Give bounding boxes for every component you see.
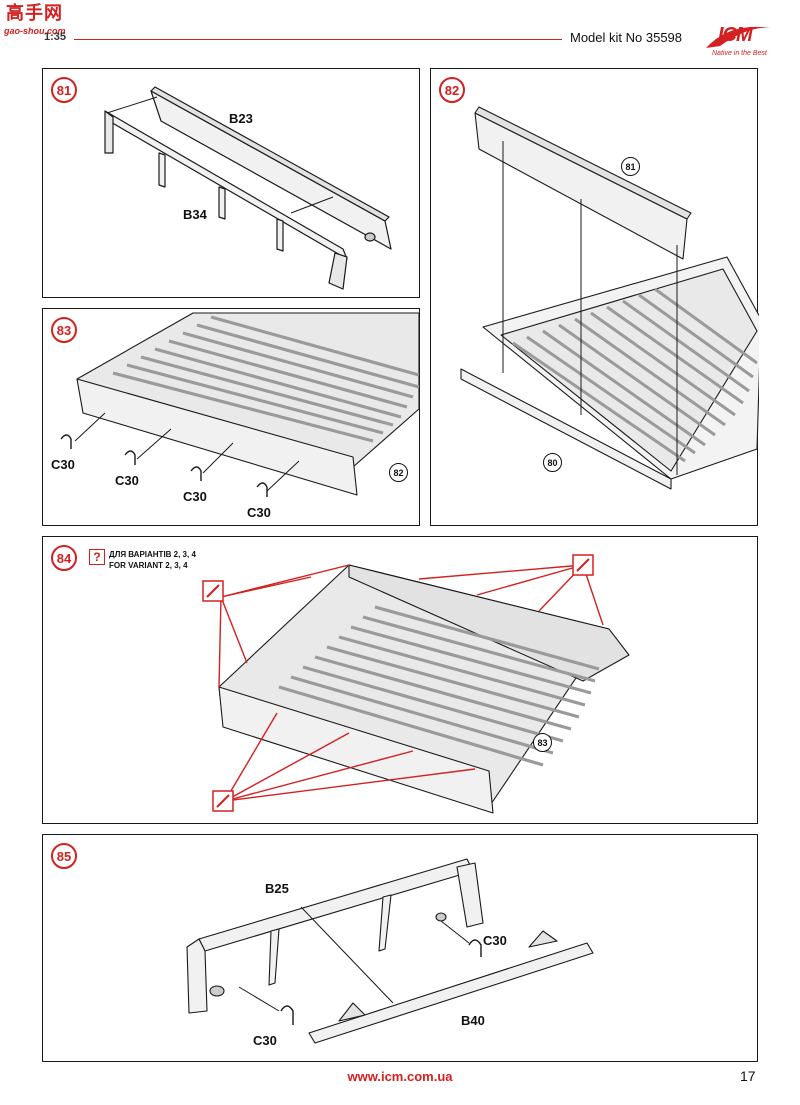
step-81-drawing bbox=[104, 86, 392, 290]
model-kit-label: Model kit No 35598 bbox=[570, 30, 683, 45]
step-83-drawing bbox=[60, 312, 420, 497]
scale-label: 1:35 bbox=[44, 31, 67, 43]
part-label-c30-1: C30 bbox=[51, 457, 75, 472]
ref-81: 81 bbox=[621, 157, 640, 176]
part-label-b40: B40 bbox=[461, 1013, 485, 1028]
step-85-badge: 85 bbox=[51, 843, 77, 869]
part-label-c30-top: C30 bbox=[483, 933, 507, 948]
step-83-panel: 83 C30 C30 C30 C30 82 bbox=[42, 308, 420, 526]
variant-question-mark: ? bbox=[89, 549, 105, 565]
part-label-b25: B25 bbox=[265, 881, 289, 896]
variant-note-ua: ДЛЯ ВАРІАНТІВ 2, 3, 4 bbox=[109, 550, 196, 559]
part-label-c30-2: C30 bbox=[115, 473, 139, 488]
part-label-b34: B34 bbox=[183, 207, 207, 222]
step-84-drawing bbox=[202, 554, 630, 814]
icm-logo bbox=[706, 26, 770, 48]
step-85-drawing bbox=[186, 858, 594, 1044]
ref-80: 80 bbox=[543, 453, 562, 472]
footer-url: www.icm.com.ua bbox=[347, 1069, 453, 1084]
page-number: 17 bbox=[740, 1068, 756, 1084]
step-82-drawing bbox=[460, 106, 759, 490]
watermark-logo: 高手网 bbox=[6, 3, 63, 23]
part-label-c30-bottom: C30 bbox=[253, 1033, 277, 1048]
part-label-c30-3: C30 bbox=[183, 489, 207, 504]
icm-logo-tagline: Native in the Best bbox=[712, 50, 767, 57]
step-82-panel: 82 81 80 bbox=[430, 68, 759, 526]
variant-note: ДЛЯ ВАРІАНТІВ 2, 3, 4 FOR VARIANT 2, 3, … bbox=[109, 549, 196, 571]
step-82-badge: 82 bbox=[439, 77, 465, 103]
icm-logo-text: ICM bbox=[718, 24, 753, 46]
step-83-badge: 83 bbox=[51, 317, 77, 343]
ref-83: 83 bbox=[533, 733, 552, 752]
step-85-panel: 85 B25 C30 B40 C30 bbox=[42, 834, 758, 1062]
part-label-c30-4: C30 bbox=[247, 505, 271, 520]
step-81-panel: 81 B23 B34 bbox=[42, 68, 420, 298]
step-81-badge: 81 bbox=[51, 77, 77, 103]
watermark-url: gao-shou.com bbox=[4, 26, 66, 36]
step-84-badge: 84 bbox=[51, 545, 77, 571]
part-label-b23: B23 bbox=[229, 111, 253, 126]
header-rule bbox=[74, 39, 562, 40]
ref-82: 82 bbox=[389, 463, 408, 482]
variant-note-en: FOR VARIANT 2, 3, 4 bbox=[109, 561, 188, 570]
step-84-panel: 84 ? ДЛЯ ВАРІАНТІВ 2, 3, 4 FOR VARIANT 2… bbox=[42, 536, 758, 824]
